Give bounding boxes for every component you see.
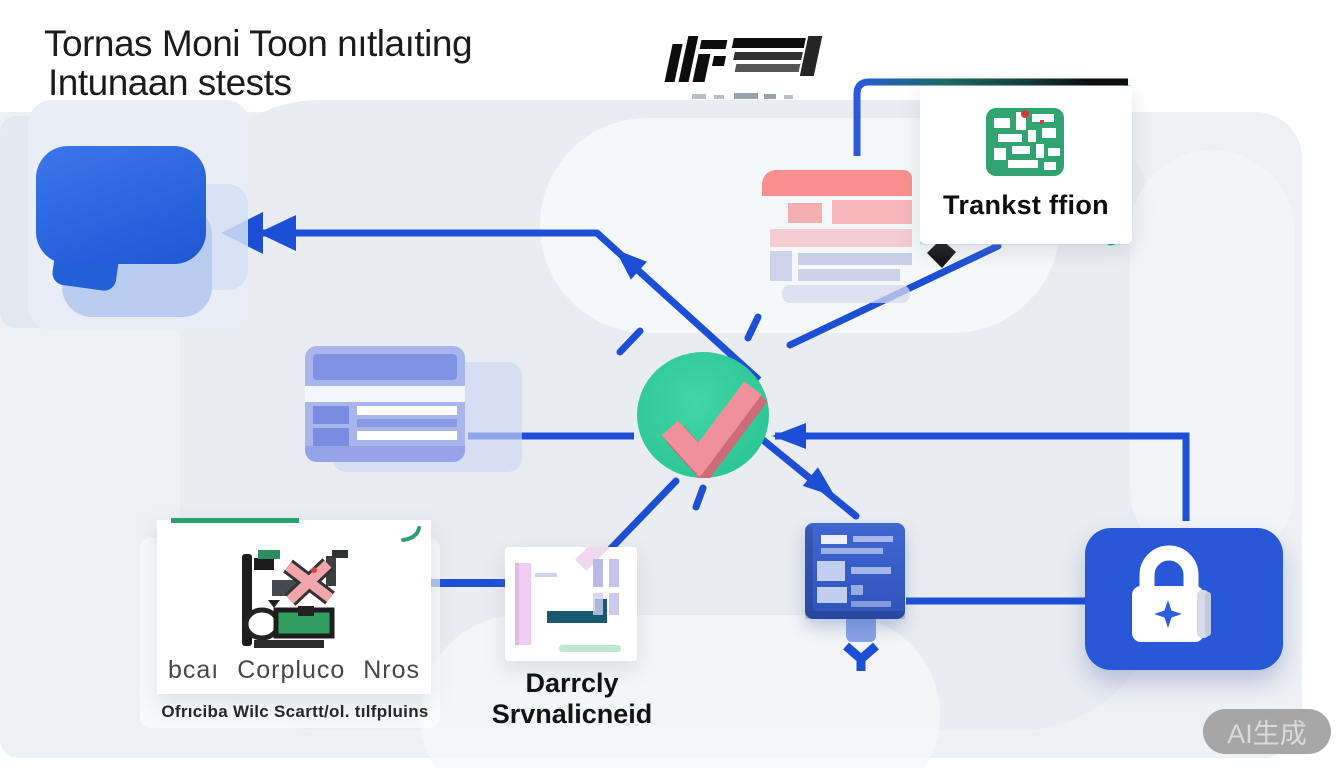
alert-cell (770, 251, 792, 281)
transaction-card-label: Trankst ffion (943, 190, 1109, 220)
chat-bubble-icon[interactable] (36, 146, 206, 264)
chart-panel-icon (515, 522, 624, 652)
verification-card-label: Darrcly Srvnalicneid (472, 668, 672, 730)
table-row (357, 419, 457, 427)
compliance-card[interactable]: bcaı Corpluco Nros (157, 518, 431, 694)
alert-row (798, 253, 912, 265)
table-row (357, 431, 457, 440)
alert-table-node[interactable] (762, 167, 920, 309)
data-table-icon[interactable] (805, 523, 905, 619)
arrowhead-into-center (772, 423, 806, 449)
ai-watermark-badge: AI生成 (1203, 709, 1331, 754)
green-top-bar (171, 518, 299, 523)
burst-dash (616, 327, 644, 356)
arrow-center-to-lock (775, 432, 1190, 521)
ai-watermark-label: AI生成 (1227, 719, 1307, 749)
table-band (305, 386, 465, 402)
page-title: Tornas Moni Toon nıtlaıting Intunaan ste… (44, 23, 473, 103)
background-blob (1130, 150, 1295, 570)
green-circuit-icon (986, 108, 1064, 176)
sparkle-icon (1154, 600, 1182, 628)
burst-dash (744, 313, 762, 342)
page-title-line1: Tornas Moni Toon nıtlaıting (44, 23, 473, 64)
checkmark-icon (661, 381, 768, 485)
table-footer (305, 446, 465, 462)
alert-row (798, 269, 900, 281)
success-check-node[interactable] (637, 352, 769, 485)
verification-label-line1: Darrcly (525, 668, 619, 698)
arrowhead-upleft (615, 249, 647, 280)
alert-row (762, 170, 912, 196)
arrow-center-to-bubble (252, 229, 762, 383)
compliance-card-label: bcaı Corpluco Nros (168, 656, 420, 684)
table-cell (313, 406, 349, 424)
records-table-node[interactable] (305, 346, 465, 462)
alert-row (782, 285, 910, 303)
data-table-rows (805, 527, 905, 619)
verification-card[interactable] (505, 522, 637, 661)
transaction-card[interactable]: Trankst ffion (920, 86, 1132, 244)
garbled-logo-icon (664, 36, 823, 99)
security-lock-node[interactable] (1085, 528, 1283, 670)
table-header (313, 354, 457, 380)
arrowhead-downright (802, 467, 836, 497)
arrowhead-left (258, 215, 296, 251)
alert-row (788, 203, 822, 223)
burst-dash (692, 484, 707, 511)
verification-label-line2: Srvnalicneid (491, 699, 653, 729)
alert-row (770, 229, 912, 247)
machine-error-icon (242, 550, 348, 648)
alert-row (832, 200, 912, 224)
table-row (357, 406, 457, 415)
green-curl-small-icon (401, 526, 421, 542)
compliance-card-sublabel: Ofrıciba Wilc Scartt/ol. tılfpluins (161, 702, 429, 721)
padlock-icon (1132, 545, 1211, 642)
table-cell (313, 428, 349, 446)
top-elbow-line (853, 78, 1128, 156)
page-title-line2: Intunaan stests (48, 62, 292, 103)
black-diamond-arrowhead (927, 239, 956, 268)
